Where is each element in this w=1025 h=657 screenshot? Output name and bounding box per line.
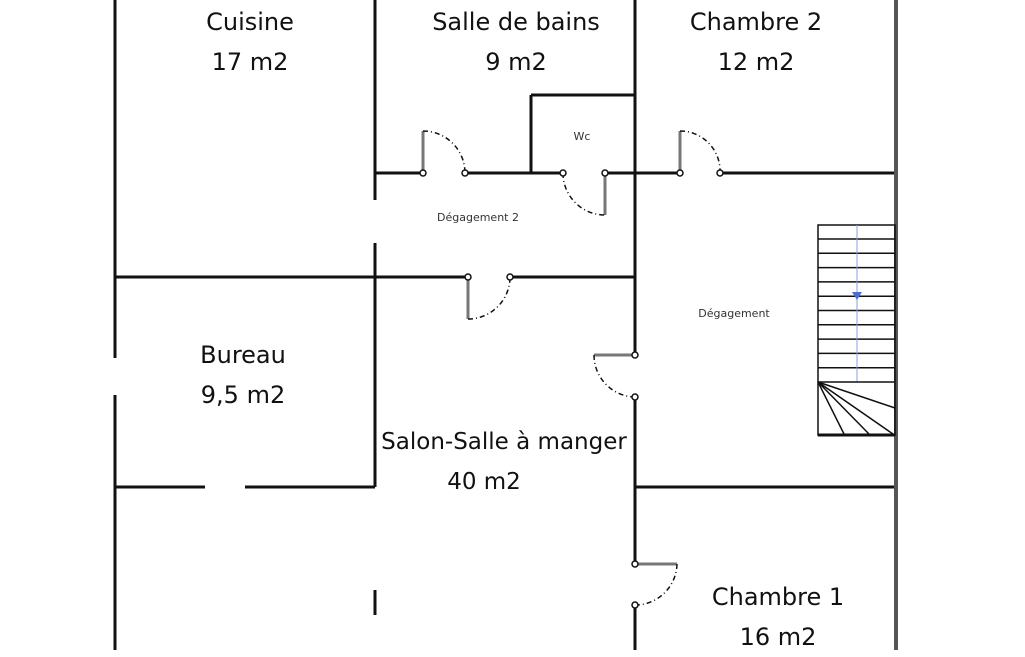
staircase <box>817 224 896 437</box>
room-degagement: Dégagement <box>698 307 770 320</box>
room-name: Cuisine <box>206 8 294 36</box>
room-name: Salon-Salle à manger <box>381 429 627 455</box>
room-degagement-2: Dégagement 2 <box>437 211 519 224</box>
room-area: 17 m2 <box>211 48 289 76</box>
doors <box>419 130 724 609</box>
room-name: Salle de bains <box>432 8 600 36</box>
room-salle-de-bains: Salle de bains 9 m2 <box>432 2 600 82</box>
room-name: Chambre 2 <box>689 8 823 36</box>
room-wc: Wc <box>573 130 591 143</box>
room-area: 9,5 m2 <box>200 381 286 409</box>
room-area: 9 m2 <box>485 48 547 76</box>
room-cuisine: Cuisine 17 m2 <box>206 2 294 82</box>
walls <box>113 0 895 650</box>
room-salon: Salon-Salle à manger 40 m2 <box>381 422 627 502</box>
room-name: Chambre 1 <box>711 583 845 611</box>
room-area: 12 m2 <box>717 48 795 76</box>
room-area: 40 m2 <box>447 469 521 495</box>
stair-direction-arrow-icon <box>852 292 862 300</box>
room-name: Bureau <box>200 341 286 369</box>
room-chambre-1: Chambre 1 16 m2 <box>712 577 844 657</box>
room-bureau: Bureau 9,5 m2 <box>200 335 286 415</box>
room-chambre-2: Chambre 2 12 m2 <box>690 2 822 82</box>
room-area: 16 m2 <box>739 623 817 651</box>
